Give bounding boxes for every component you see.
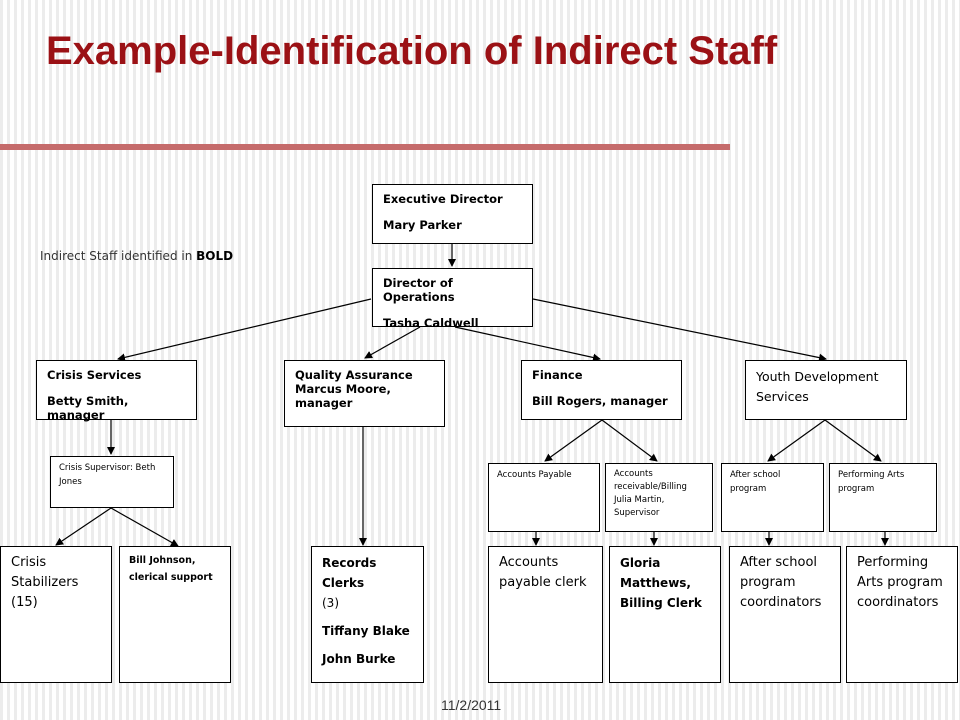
box-finance: Finance Bill Rogers, manager — [521, 360, 682, 420]
legend-note: Indirect Staff identified in BOLD — [40, 249, 233, 263]
records-line2: (3) — [322, 596, 339, 610]
performing-line1: Performing Arts — [838, 470, 905, 480]
title-underline — [0, 144, 730, 150]
executive-role: Executive Director — [383, 192, 503, 206]
box-after-school-coordinators: After school program coordinators — [729, 546, 841, 683]
stabilizers-line2: Stabilizers (15) — [11, 575, 79, 610]
performing-coord-line2: Arts program — [857, 575, 943, 590]
after-coord-line2: program — [740, 575, 796, 590]
stabilizers-line1: Crisis — [11, 555, 47, 570]
gloria-line1: Gloria — [620, 556, 661, 570]
box-records-clerks: Records Clerks (3) Tiffany Blake John Bu… — [311, 546, 424, 683]
executive-name: Mary Parker — [383, 218, 462, 232]
payable-clerk-line1: Accounts — [499, 555, 559, 570]
box-payable-clerk: Accounts payable clerk — [488, 546, 603, 683]
box-executive-director: Executive Director Mary Parker — [372, 184, 533, 244]
finance-name: Bill Rogers, manager — [532, 394, 668, 408]
crisis-role: Crisis Services — [47, 368, 142, 382]
connector-finance-to-payable — [544, 419, 603, 462]
after-school-line2: program — [730, 484, 767, 494]
receivable-line3: Julia Martin, — [614, 495, 665, 505]
operations-role: Director of Operations — [383, 276, 455, 304]
receivable-line1: Accounts — [614, 469, 653, 479]
box-crisis-services: Crisis Services Betty Smith, manager — [36, 360, 197, 422]
connector-ops-to-finance — [454, 326, 601, 362]
connector-youth-to-performing — [824, 419, 882, 462]
box-quality-assurance: Quality Assurance Marcus Moore, manager — [284, 360, 445, 427]
connector-supervisor-to-stabilizers — [55, 507, 112, 546]
receivable-line4: Supervisor — [614, 508, 660, 518]
after-coord-line3: coordinators — [740, 595, 822, 610]
quality-line2: Marcus Moore, — [295, 382, 391, 396]
box-accounts-receivable: Accounts receivable/Billing Julia Martin… — [605, 463, 713, 532]
performing-coord-line3: coordinators — [857, 595, 939, 610]
box-bill-johnson: Bill Johnson, clerical support — [119, 546, 231, 683]
performing-coord-line1: Performing — [857, 555, 929, 570]
after-coord-line1: After school — [740, 555, 818, 570]
box-gloria-matthews: Gloria Matthews, Billing Clerk — [609, 546, 721, 683]
bill-line1: Bill Johnson, — [129, 555, 196, 566]
receivable-line2: receivable/Billing — [614, 482, 687, 492]
quality-line1: Quality Assurance — [295, 368, 413, 382]
box-youth-development: Youth Development Services — [745, 360, 907, 420]
bill-line2: clerical support — [129, 572, 213, 583]
crisis-name: Betty Smith, manager — [47, 394, 129, 422]
box-performing-arts: Performing Arts program — [829, 463, 937, 532]
legend-note-text: Indirect Staff identified in — [40, 249, 197, 263]
connector-supervisor-to-bill — [110, 507, 179, 547]
operations-name: Tasha Caldwell — [383, 316, 479, 330]
finance-role: Finance — [532, 368, 583, 382]
legend-note-bold: BOLD — [196, 249, 234, 263]
connector-finance-to-receivable — [601, 419, 658, 462]
box-performing-coordinators: Performing Arts program coordinators — [846, 546, 958, 683]
slide-date: 11/2/2011 — [441, 697, 502, 713]
after-school-line1: After school — [730, 470, 781, 480]
performing-line2: program — [838, 484, 875, 494]
youth-line1: Youth Development — [756, 369, 879, 384]
gloria-line2: Matthews, — [620, 576, 691, 590]
records-line1: Records Clerks — [322, 556, 377, 590]
records-line4: John Burke — [322, 652, 396, 666]
quality-line3: manager — [295, 396, 353, 410]
youth-line2: Services — [756, 389, 809, 404]
connector-ops-to-youth — [532, 298, 827, 362]
supervisor-line2: Jones — [59, 477, 82, 487]
supervisor-line1: Crisis Supervisor: Beth — [59, 463, 156, 473]
box-director-operations: Director of Operations Tasha Caldwell — [372, 268, 533, 330]
records-line3: Tiffany Blake — [322, 624, 410, 638]
payable-clerk-line2: payable clerk — [499, 575, 587, 590]
accounts-payable-line1: Accounts Payable — [497, 470, 572, 480]
connector-ops-to-crisis — [117, 298, 372, 362]
box-crisis-supervisor: Crisis Supervisor: Beth Jones — [50, 456, 174, 508]
box-after-school: After school program — [721, 463, 824, 532]
slide-title: Example-Identification of Indirect Staff — [46, 29, 778, 73]
connector-ops-to-quality — [364, 326, 421, 359]
box-crisis-stabilizers: Crisis Stabilizers (15) — [0, 546, 112, 683]
gloria-line3: Billing Clerk — [620, 596, 702, 610]
connector-youth-to-afterschool — [767, 419, 826, 462]
box-accounts-payable: Accounts Payable — [488, 463, 600, 532]
